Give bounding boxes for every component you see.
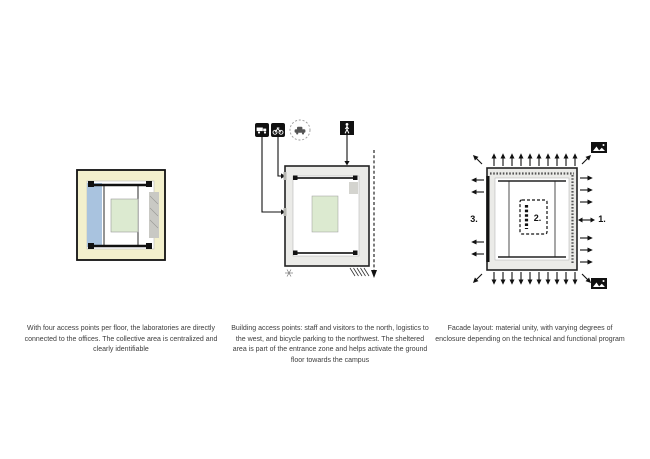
panel-access-points [252, 116, 382, 284]
double-arrow [578, 217, 595, 223]
facade-arrows [470, 152, 595, 286]
panel-facade-layout: 2. 3. 1. [462, 138, 612, 296]
asterisk-mark [285, 269, 293, 277]
access-point-markers [88, 181, 152, 249]
bicycle-icon [271, 123, 285, 137]
collective-area [311, 195, 339, 233]
facade-diagram: 2. 3. 1. [470, 142, 607, 289]
caption-floor-plan: With four access points per floor, the l… [24, 325, 218, 353]
panel-floor-plan [74, 168, 169, 263]
office-zone [87, 183, 102, 247]
pedestrian-icon [340, 121, 354, 135]
corridor-lines [90, 183, 151, 248]
label-two: 2. [534, 213, 542, 223]
pedestrian-route-arrow [344, 135, 350, 166]
truck-icon [255, 123, 269, 137]
bicycle-route-arrow [277, 137, 286, 179]
facade-bar [486, 176, 490, 262]
car-icon [289, 119, 311, 141]
shelter-hatch [349, 267, 370, 277]
label-three: 3. [470, 214, 478, 224]
building-plan [486, 167, 578, 271]
collective-area [110, 198, 139, 233]
access-diagram [255, 119, 377, 278]
campus-path-dashed-arrow [371, 150, 377, 278]
logistics-route-arrow [261, 137, 286, 215]
caption-facade-layout: Facade layout: material unity, with vary… [435, 325, 625, 343]
caption-access-points: Building access points: staff and visito… [231, 325, 429, 364]
image-icon [591, 278, 607, 289]
label-one: 1. [598, 214, 606, 224]
facade-grey-band [149, 192, 159, 238]
floor-plan-diagram [76, 169, 166, 261]
facade-detail-2: 2. [519, 199, 548, 235]
building-plan [283, 165, 370, 267]
image-icon [591, 142, 607, 153]
